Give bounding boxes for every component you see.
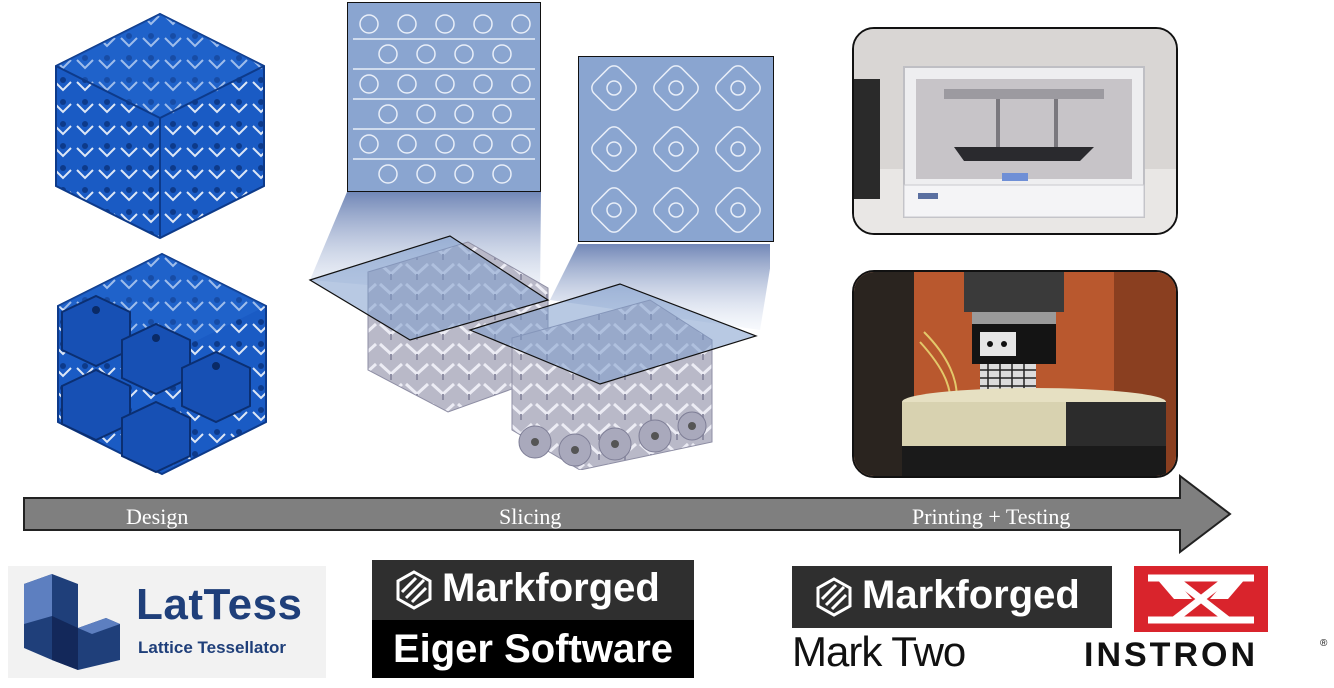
slice-pattern-large — [347, 2, 541, 192]
lattess-subtitle: Lattice Tessellator — [138, 638, 287, 657]
markforged-mark-icon — [396, 570, 432, 610]
markforged-mark-icon — [816, 577, 852, 617]
lattess-mark-icon — [24, 574, 120, 670]
stage-label-design: Design — [126, 504, 189, 529]
mark-two-label: Mark Two — [792, 628, 966, 675]
registered-mark: ® — [1320, 638, 1328, 649]
testing-photo — [852, 270, 1178, 478]
markforged-logo-slicing: Markforged — [372, 560, 694, 620]
lattice-cube-bottom — [57, 252, 267, 476]
stage-label-printing-testing: Printing + Testing — [912, 504, 1071, 529]
printer-illustration — [854, 29, 1176, 233]
process-arrow — [23, 474, 1232, 554]
compression-test-illustration — [854, 272, 1176, 476]
printer-photo — [852, 27, 1178, 235]
slicing-illustration — [308, 192, 770, 470]
eiger-software-logo: Eiger Software — [372, 620, 694, 678]
instron-wordmark: INSTRON — [1084, 636, 1258, 674]
slice-pattern-small — [578, 56, 774, 242]
lattess-logo: LatTess Lattice Tessellator — [8, 566, 326, 678]
stage-label-slicing: Slicing — [499, 504, 562, 529]
instron-mark-icon — [1134, 566, 1268, 632]
lattess-name: LatTess — [136, 580, 303, 629]
markforged-wordmark: Markforged — [442, 566, 660, 610]
markforged-logo-printing: Markforged — [792, 566, 1112, 628]
lattice-cube-top — [55, 12, 265, 240]
markforged-wordmark: Markforged — [862, 573, 1080, 617]
